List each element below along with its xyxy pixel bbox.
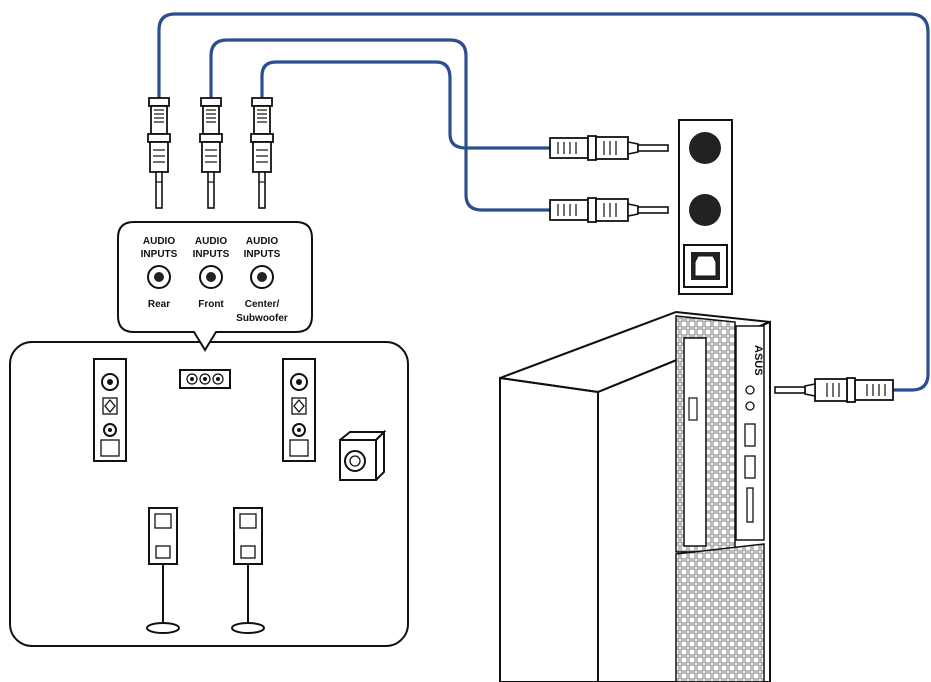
card-slot-icon	[746, 487, 754, 523]
plug-to-pc-front	[774, 377, 894, 403]
jack-hole	[206, 272, 216, 282]
jack-bottom-label: Front	[198, 299, 224, 310]
audio-port-top	[689, 132, 721, 164]
jack-label-line1: AUDIO	[195, 236, 227, 247]
jack-label-line1: AUDIO	[143, 236, 175, 247]
audio-jack-center-subwoofer: AUDIO INPUTS Center/ Subwoofer	[236, 236, 288, 324]
front-left-speaker-icon	[93, 358, 127, 462]
cable-rear	[157, 12, 930, 392]
rear-right-speaker-icon	[231, 507, 265, 634]
rear-left-speaker-icon	[146, 507, 180, 634]
jack-hole	[257, 272, 267, 282]
jack-label-line1: AUDIO	[246, 236, 278, 247]
subwoofer-icon	[339, 429, 387, 481]
jack-label-line2: INPUTS	[193, 249, 230, 260]
front-mic-jack-icon	[745, 401, 755, 411]
usb-port-icon-2	[744, 455, 756, 479]
jack-hole	[154, 272, 164, 282]
jack-bottom-label-2: Subwoofer	[236, 313, 288, 324]
front-right-speaker-icon	[282, 358, 316, 462]
jack-label-line2: INPUTS	[244, 249, 281, 260]
audio-input-callout	[117, 221, 313, 352]
rca-plug-center	[250, 97, 274, 209]
front-audio-jack-icon	[745, 385, 755, 395]
cable-front	[209, 38, 552, 212]
brand-logo: ASUS	[752, 345, 764, 376]
pc-tower-icon: ASUS	[499, 310, 771, 682]
jack-bottom-label: Rear	[148, 299, 170, 310]
jack-socket-icon	[250, 265, 274, 289]
audio-jack-front: AUDIO INPUTS Front	[193, 236, 230, 310]
jack-socket-icon	[147, 265, 171, 289]
jack-label-line2: INPUTS	[141, 249, 178, 260]
cables	[157, 12, 930, 392]
audio-port-bottom	[689, 194, 721, 226]
jack-bottom-label: Center/	[245, 299, 280, 310]
cable-center	[260, 60, 552, 150]
rca-plug-front	[199, 97, 223, 209]
rca-plug-rear	[147, 97, 171, 209]
speaker-jack-connector-icon	[179, 369, 231, 389]
audio-jack-rear: AUDIO INPUTS Rear	[141, 236, 178, 310]
plug-to-panel-bottom	[549, 197, 669, 223]
jack-socket-icon	[199, 265, 223, 289]
optical-port-icon	[683, 244, 728, 288]
usb-port-icon	[744, 423, 756, 447]
pc-rear-audio-panel	[678, 119, 733, 295]
plug-to-panel-top	[549, 135, 669, 161]
